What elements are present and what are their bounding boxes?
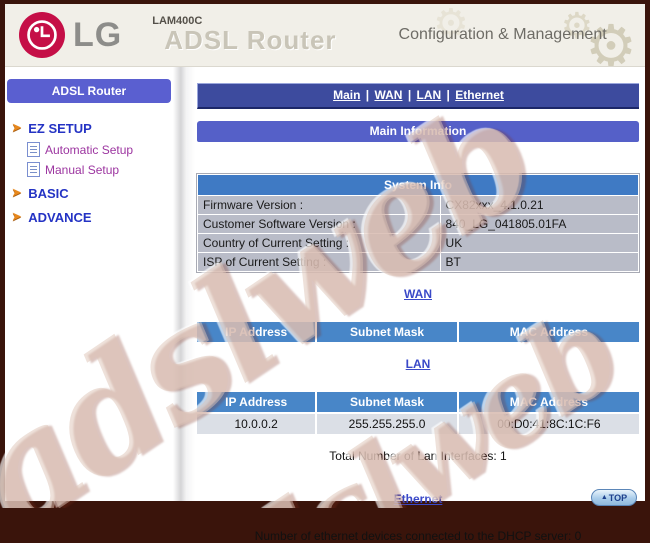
wan-table: IP Address Subnet Mask MAC Address: [197, 322, 639, 342]
row-label: Firmware Version :: [197, 195, 441, 215]
sidebar-header: ADSL Router: [7, 79, 171, 103]
column-header: MAC Address: [456, 322, 639, 342]
nav-separator: |: [365, 88, 370, 102]
lan-total-text: Total Number of Lan Interfaces: 1: [329, 449, 507, 463]
model-name: LAM400C: [152, 14, 203, 27]
row-label: ISP of Current Setting :: [197, 252, 441, 272]
document-icon: [27, 162, 40, 177]
nav-link-wan[interactable]: WAN: [374, 88, 403, 102]
lg-logo-text: LG: [73, 15, 123, 54]
lan-ip-address: 10.0.0.2: [197, 412, 317, 434]
sidebar-menu: ➤ EZ SETUP Automatic Setup Manual Setup …: [5, 121, 173, 225]
page-title: Configuration & Management: [398, 26, 607, 43]
nav-link-ethernet[interactable]: Ethernet: [455, 88, 504, 102]
sidebar-item-label: Manual Setup: [45, 162, 120, 177]
row-value: 840_LG_041805.01FA: [439, 214, 640, 234]
dhcp-status-text: Number of ethernet devices connected to …: [254, 529, 582, 543]
gear-icon: ⚙: [560, 5, 593, 46]
sidebar: ADSL Router ➤ EZ SETUP Automatic Setup M…: [5, 67, 173, 501]
gear-icon: ⚙: [585, 14, 637, 67]
table-row: 10.0.0.2 255.255.255.0 00:D0:41:8C:1C:F6: [197, 412, 639, 434]
system-info-table: System Info Firmware Version : CX82xxx_4…: [196, 173, 640, 273]
sidebar-item-advance[interactable]: ➤ ADVANCE: [12, 210, 173, 225]
row-label: Customer Software Version :: [197, 214, 441, 234]
sidebar-item-label: ADVANCE: [28, 210, 92, 225]
column-header: IP Address: [197, 322, 317, 342]
product-name: ADSL Router: [164, 25, 337, 56]
column-header: Subnet Mask: [315, 392, 458, 413]
column-header: Subnet Mask: [315, 322, 458, 342]
lan-mac-address: 00:D0:41:8C:1C:F6: [456, 412, 639, 434]
arrow-bullet-icon: ➤: [12, 187, 22, 199]
system-info-header: System Info: [197, 174, 639, 196]
table-row: Country of Current Setting : UK: [197, 233, 640, 253]
up-arrow-icon: ▲: [600, 494, 608, 501]
table-row: ISP of Current Setting : BT: [197, 252, 640, 272]
table-row: Firmware Version : CX82xxx_4.1.0.21: [197, 195, 640, 215]
lan-table: IP Address Subnet Mask MAC Address 10.0.…: [197, 392, 639, 434]
model-block: LAM400C ADSL Router: [152, 14, 337, 56]
sidebar-item-label: BASIC: [28, 186, 69, 201]
table-row: Customer Software Version : 840_LG_04180…: [197, 214, 640, 234]
nav-link-main[interactable]: Main: [333, 88, 361, 102]
top-button-label: TOP: [608, 492, 628, 503]
row-value: CX82xxx_4.1.0.21: [439, 195, 640, 215]
top-navigation: Main | WAN | LAN | Ethernet: [197, 83, 639, 109]
row-value: BT: [439, 252, 640, 272]
sidebar-item-ez-setup[interactable]: ➤ EZ SETUP: [12, 121, 173, 136]
sidebar-item-automatic-setup[interactable]: Automatic Setup: [27, 142, 173, 157]
column-header: MAC Address: [456, 392, 639, 413]
sidebar-item-basic[interactable]: ➤ BASIC: [12, 186, 173, 201]
nav-separator: |: [446, 88, 450, 102]
nav-separator: |: [407, 88, 412, 102]
row-value: UK: [439, 233, 640, 253]
ethernet-section-link[interactable]: Ethernet: [393, 492, 443, 506]
top-button[interactable]: ▲ TOP: [591, 489, 637, 506]
arrow-bullet-icon: ➤: [12, 122, 22, 134]
lg-logo-icon: [19, 12, 65, 58]
router-admin-page: ⚙ ⚙ ⚙ LG LAM400C ADSL Router Configurati…: [5, 4, 645, 543]
sidebar-item-manual-setup[interactable]: Manual Setup: [27, 162, 173, 177]
document-icon: [27, 142, 40, 157]
header-banner: ⚙ ⚙ ⚙ LG LAM400C ADSL Router Configurati…: [5, 4, 645, 67]
row-label: Country of Current Setting :: [197, 233, 441, 253]
section-title-bar: Main Information: [197, 121, 639, 142]
arrow-bullet-icon: ➤: [12, 211, 22, 223]
lan-subnet-mask: 255.255.255.0: [315, 412, 458, 434]
main-content: Main | WAN | LAN | Ethernet Main Informa…: [195, 67, 645, 543]
sidebar-item-label: Automatic Setup: [45, 142, 134, 157]
lan-section-link[interactable]: LAN: [405, 357, 431, 371]
nav-link-lan[interactable]: LAN: [416, 88, 442, 102]
gear-icon: ⚙: [433, 4, 469, 46]
wan-section-link[interactable]: WAN: [404, 287, 432, 301]
sidebar-item-label: EZ SETUP: [28, 121, 92, 136]
frame-divider: [173, 67, 195, 501]
column-header: IP Address: [197, 392, 317, 413]
